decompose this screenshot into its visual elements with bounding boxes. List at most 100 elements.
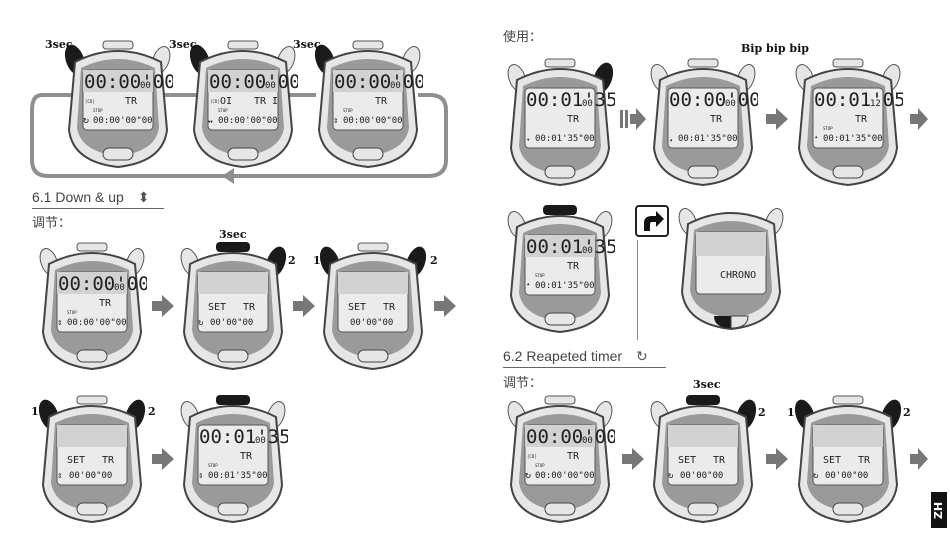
- svg-text:SET: SET: [348, 302, 366, 313]
- svg-text:12: 12: [870, 99, 881, 109]
- label-button-2: 2: [903, 406, 911, 419]
- svg-text:TR: TR: [567, 114, 580, 125]
- svg-text:SET: SET: [208, 302, 226, 313]
- svg-text:00: 00: [390, 81, 401, 91]
- svg-text:00: 00: [725, 99, 736, 109]
- svg-text:00:01'35: 00:01'35: [526, 236, 615, 258]
- stopwatch-set-result: 00:01'35 00 TR STOP ⇕ 00:01'35"00: [178, 395, 291, 525]
- svg-text:00:01'05: 00:01'05: [814, 89, 903, 111]
- adjust-label: 调节：: [32, 215, 72, 230]
- svg-text:TR: TR: [855, 114, 868, 125]
- svg-text:SET: SET: [67, 455, 85, 466]
- svg-text:00:01'35: 00:01'35: [199, 426, 288, 448]
- svg-text:TR I: TR I: [254, 96, 278, 107]
- label-button-1: 1: [313, 254, 321, 267]
- svg-text:⇕: ⇕: [57, 318, 62, 328]
- arrow-right-icon: [910, 448, 928, 470]
- label-button-2: 2: [758, 406, 766, 419]
- svg-text:00:00'00"00: 00:00'00"00: [535, 471, 595, 481]
- svg-text:TR: TR: [102, 455, 115, 466]
- svg-text:00:00'00"00: 00:00'00"00: [93, 116, 153, 126]
- svg-text:▼: ▼: [527, 137, 530, 142]
- arrow-right-icon: [910, 108, 928, 130]
- svg-text:OI: OI: [220, 96, 232, 107]
- svg-text:STOP: STOP: [93, 108, 103, 113]
- svg-text:CHRONO: CHRONO: [720, 270, 756, 281]
- svg-text:00'00"00: 00'00"00: [69, 471, 112, 481]
- svg-text:00:01'35"00: 00:01'35"00: [535, 281, 595, 291]
- svg-text:⇕: ⇕: [57, 471, 62, 481]
- svg-text:↻: ↻: [198, 318, 203, 328]
- label-3sec: 3sec: [693, 378, 721, 391]
- svg-text:00:00'00: 00:00'00: [334, 71, 423, 93]
- svg-text:STOP: STOP: [208, 463, 218, 468]
- svg-text:TR: TR: [243, 302, 256, 313]
- svg-text:00:00'00: 00:00'00: [58, 273, 147, 295]
- updown-icon: ⬍: [137, 189, 150, 205]
- svg-text:00:01'35"00: 00:01'35"00: [208, 471, 268, 481]
- svg-text:TR: TR: [710, 114, 723, 125]
- section-title-down-up: 6.1 Down & up ⬍: [32, 189, 150, 205]
- svg-text:STOP: STOP: [218, 108, 228, 113]
- svg-text:▲: ▲: [815, 134, 818, 139]
- svg-text:TR: TR: [125, 96, 138, 107]
- stopwatch-chrono: CHRONO: [676, 200, 786, 336]
- arrow-right-icon: [766, 108, 788, 130]
- svg-text:00'00"00: 00'00"00: [350, 318, 393, 328]
- svg-text:00:00'00"00: 00:00'00"00: [218, 116, 278, 126]
- stopwatch-adjust-next: SET TR ⇕ 00'00"00: [37, 395, 147, 525]
- adjust-label: 调节：: [503, 375, 543, 390]
- svg-text:00:01'35"00: 00:01'35"00: [823, 134, 883, 144]
- arrow-right-icon: [622, 448, 644, 470]
- stopwatch-use-stop: 00:01'35 00 TR STOP ▲ 00:01'35"00: [505, 205, 618, 335]
- stopwatch-adjust-set: SET TR ↻ 00'00"00: [178, 242, 288, 372]
- stopwatch-adjust-1: 00:00'00 00 TR STOP ⇕ 00:00'00"00: [37, 242, 150, 372]
- svg-text:TR: TR: [858, 455, 871, 466]
- svg-text:TR: TR: [99, 298, 112, 309]
- label-3sec: 3sec: [293, 38, 321, 51]
- label-button-2: 2: [430, 254, 438, 267]
- svg-text:00:01'35: 00:01'35: [526, 89, 615, 111]
- svg-text:00:00'00"00: 00:00'00"00: [67, 318, 127, 328]
- svg-text:00'00"00: 00'00"00: [680, 471, 723, 481]
- arrow-right-icon: [293, 295, 315, 317]
- label-3sec: 3sec: [169, 38, 197, 51]
- arrow-right-icon: [434, 295, 456, 317]
- arrow-right-icon: [152, 448, 174, 470]
- stopwatch-use-zero: 00:00'00 00 TR ▲ 00:01'35"00: [648, 58, 761, 188]
- svg-text:00:00'00: 00:00'00: [669, 89, 758, 111]
- redirect-arrow-icon: [635, 205, 669, 237]
- bip-label: Bip bip bip: [741, 42, 809, 55]
- svg-text:▼▼: ▼▼: [208, 119, 213, 124]
- label-button-2: 2: [148, 405, 156, 418]
- svg-text:[CD]: [CD]: [85, 99, 95, 104]
- arrow-right-icon: [766, 448, 788, 470]
- svg-text:00:00'00"00: 00:00'00"00: [343, 116, 403, 126]
- svg-text:STOP: STOP: [343, 108, 353, 113]
- svg-text:00: 00: [582, 99, 593, 109]
- svg-text:TR: TR: [713, 455, 726, 466]
- svg-text:SET: SET: [678, 455, 696, 466]
- svg-text:00: 00: [582, 246, 593, 256]
- play-pause-arrow-icon: [620, 108, 646, 130]
- label-button-1: 1: [787, 406, 795, 419]
- svg-text:00: 00: [582, 436, 593, 446]
- svg-text:00'00"00: 00'00"00: [210, 318, 253, 328]
- stopwatch-mode-zero: 00:00'00 00 [CD] TR STOP ↻ 00:00'00"00: [63, 40, 176, 170]
- svg-text:STOP: STOP: [535, 463, 545, 468]
- language-tab: ZH: [931, 492, 947, 528]
- svg-text:STOP: STOP: [535, 273, 545, 278]
- stopwatch-repeat-digits: SET TR ↻ 00'00"00: [793, 395, 903, 525]
- stopwatch-repeat-set: SET TR ↻ 00'00"00: [648, 395, 758, 525]
- svg-text:▲: ▲: [670, 137, 673, 142]
- stopwatch-use-count: 00:01'05 12 TR STOP ▲ 00:01'35"00: [793, 58, 906, 188]
- use-label: 使用：: [503, 29, 543, 44]
- stopwatch-repeat-zero: 00:00'00 00 [CD] TR STOP ↻ 00:00'00"00: [505, 395, 618, 525]
- svg-text:00:00'00: 00:00'00: [209, 71, 298, 93]
- svg-text:TR: TR: [240, 451, 253, 462]
- label-3sec: 3sec: [45, 38, 73, 51]
- svg-text:TR: TR: [567, 451, 580, 462]
- svg-text:00: 00: [265, 81, 276, 91]
- svg-text:↻: ↻: [525, 470, 531, 481]
- label-button-2: 2: [288, 254, 296, 267]
